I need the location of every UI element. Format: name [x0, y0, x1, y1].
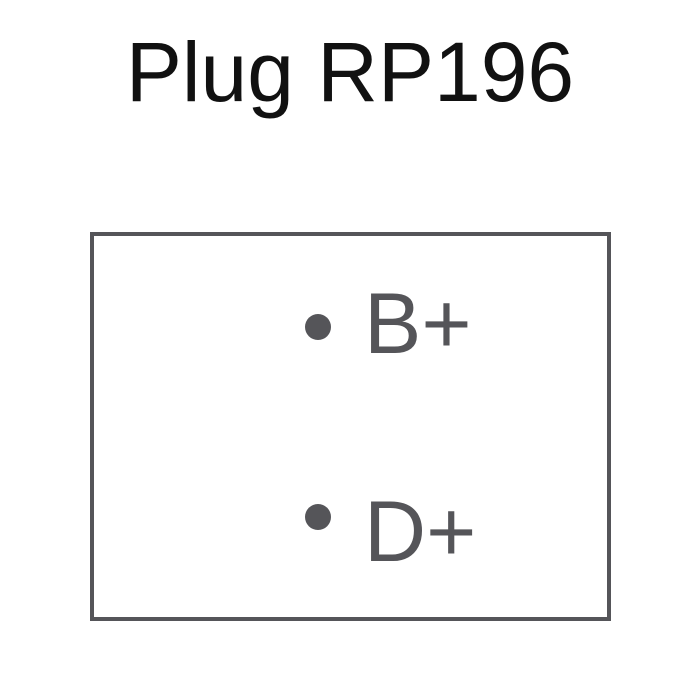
pin-b-plus-label: B+ — [364, 276, 472, 372]
plug-outline — [90, 232, 611, 621]
pin-b-plus-dot — [305, 314, 331, 340]
pin-d-plus-label: D+ — [364, 484, 477, 580]
diagram-title: Plug RP196 — [125, 25, 575, 119]
pin-d-plus-dot — [305, 504, 331, 530]
